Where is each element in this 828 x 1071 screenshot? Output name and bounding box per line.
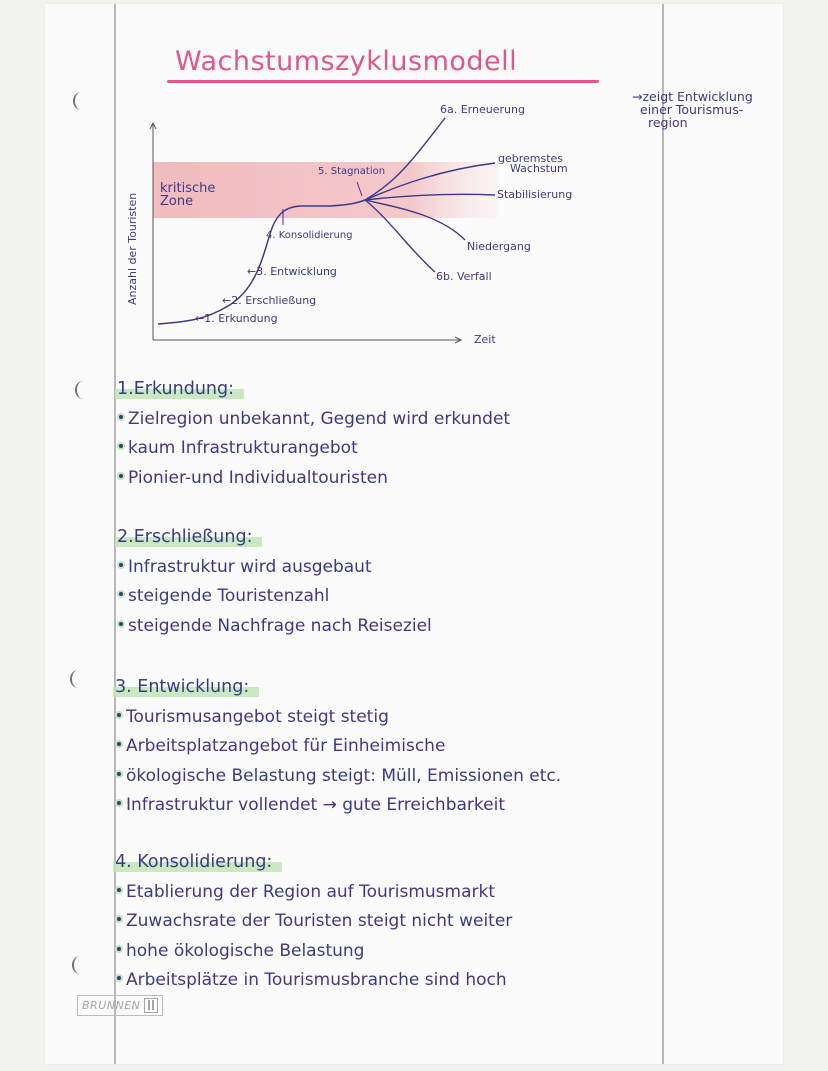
section-heading: 3. Entwicklung: (113, 673, 260, 703)
list-item: Zuwachsrate der Touristen steigt nicht w… (113, 907, 733, 937)
zone-label: Zone (160, 194, 193, 209)
branch-decay (364, 199, 436, 273)
bullet-icon (117, 887, 121, 892)
bullet-icon (117, 801, 121, 806)
bullet-icon (119, 414, 123, 419)
zone-label: kritische (160, 181, 215, 196)
list-item: Zielregion unbekannt, Gegend wird erkund… (115, 405, 735, 435)
phase-label: ←1. Erkundung (195, 312, 278, 325)
section-erschliessung: 2.Erschließung: Infrastruktur wird ausge… (115, 523, 735, 641)
phase-label: ←2. Erschließung (222, 294, 316, 307)
list-item: Infrastruktur wird ausgebaut (115, 553, 735, 583)
bullet-icon (117, 917, 121, 922)
list-item: steigende Nachfrage nach Reiseziel (115, 612, 735, 642)
main-curve (157, 199, 366, 325)
branch-renewal (364, 117, 446, 201)
phase-label: 4. Konsolidierung (266, 230, 353, 241)
section-entwicklung: 3. Entwicklung: Tourismusangebot steigt … (113, 673, 733, 821)
bullet-icon (119, 621, 123, 626)
branch-label: Stabilisierung (497, 188, 572, 201)
brand-logo: BRUNNEN (77, 995, 164, 1016)
punch-hole-icon (70, 670, 86, 688)
side-note: →zeigt Entwicklung einer Tourismus- regi… (632, 90, 792, 129)
side-note-line: einer Tourismus- (640, 102, 744, 117)
left-margin-line (114, 4, 116, 1064)
section-heading: 1.Erkundung: (115, 375, 245, 405)
critical-zone (153, 162, 498, 218)
section-heading: 2.Erschließung: (115, 523, 263, 553)
branch-label: Niedergang (467, 240, 531, 253)
x-axis-arrow-icon (454, 336, 463, 344)
x-axis-label: Zeit (474, 333, 496, 346)
punch-hole-icon (75, 381, 91, 399)
label-pointer (356, 181, 363, 197)
side-note-line: →zeigt Entwicklung (632, 89, 753, 104)
branch-label: gebremstes (498, 152, 563, 165)
list-item: Arbeitsplatzangebot für Einheimische (113, 732, 733, 762)
branch-slowed-growth (364, 162, 496, 201)
punch-hole-icon (73, 92, 89, 110)
y-axis-label: Anzahl der Touristen (126, 193, 139, 305)
list-item: Tourismusangebot steigt stetig (113, 703, 733, 733)
bullet-icon (117, 771, 121, 776)
list-item: ökologische Belastung steigt: Müll, Emis… (113, 762, 733, 792)
page-title: Wachstumszyklusmodell (175, 46, 518, 77)
page-top-margin (45, 4, 783, 74)
section-erkundung: 1.Erkundung: Zielregion unbekannt, Gegen… (115, 375, 735, 493)
branch-label: 6b. Verfall (436, 270, 492, 283)
right-margin-line (662, 4, 664, 1064)
title-underline (167, 80, 599, 83)
list-item: hohe ökologische Belastung (113, 937, 733, 967)
bullet-icon (119, 473, 123, 478)
bullet-icon (117, 976, 121, 981)
section-heading: 4. Konsolidierung: (113, 848, 283, 878)
list-item: Pionier-und Individualtouristen (115, 464, 735, 494)
list-item: Infrastruktur vollendet → gute Erreichba… (113, 791, 733, 821)
growth-cycle-chart: kritische Zone Zeit Anzahl der Touristen… (126, 103, 572, 346)
branch-decline (364, 199, 466, 241)
list-item: Arbeitsplätze in Tourismusbranche sind h… (113, 966, 733, 996)
bullet-icon (119, 592, 123, 597)
brand-name: BRUNNEN (82, 999, 141, 1012)
phase-label: ←3. Entwicklung (247, 265, 337, 278)
section-konsolidierung: 4. Konsolidierung: Etablierung der Regio… (113, 848, 733, 996)
bullet-icon (119, 444, 123, 449)
brand-emblem-icon (144, 998, 159, 1013)
branch-stabilization (364, 193, 496, 201)
punch-hole-icon (72, 956, 88, 974)
bullet-icon (117, 946, 121, 951)
list-item: kaum Infrastrukturangebot (115, 434, 735, 464)
branch-label: Wachstum (510, 162, 568, 175)
bullet-icon (117, 712, 121, 717)
y-axis-arrow-icon (149, 121, 157, 130)
list-item: steigende Touristenzahl (115, 582, 735, 612)
phase-label: 5. Stagnation (318, 166, 385, 177)
side-note-line: region (648, 115, 688, 130)
bullet-icon (119, 562, 123, 567)
branch-label: 6a. Erneuerung (440, 103, 525, 116)
list-item: Etablierung der Region auf Tourismusmark… (113, 878, 733, 908)
bullet-icon (117, 742, 121, 747)
